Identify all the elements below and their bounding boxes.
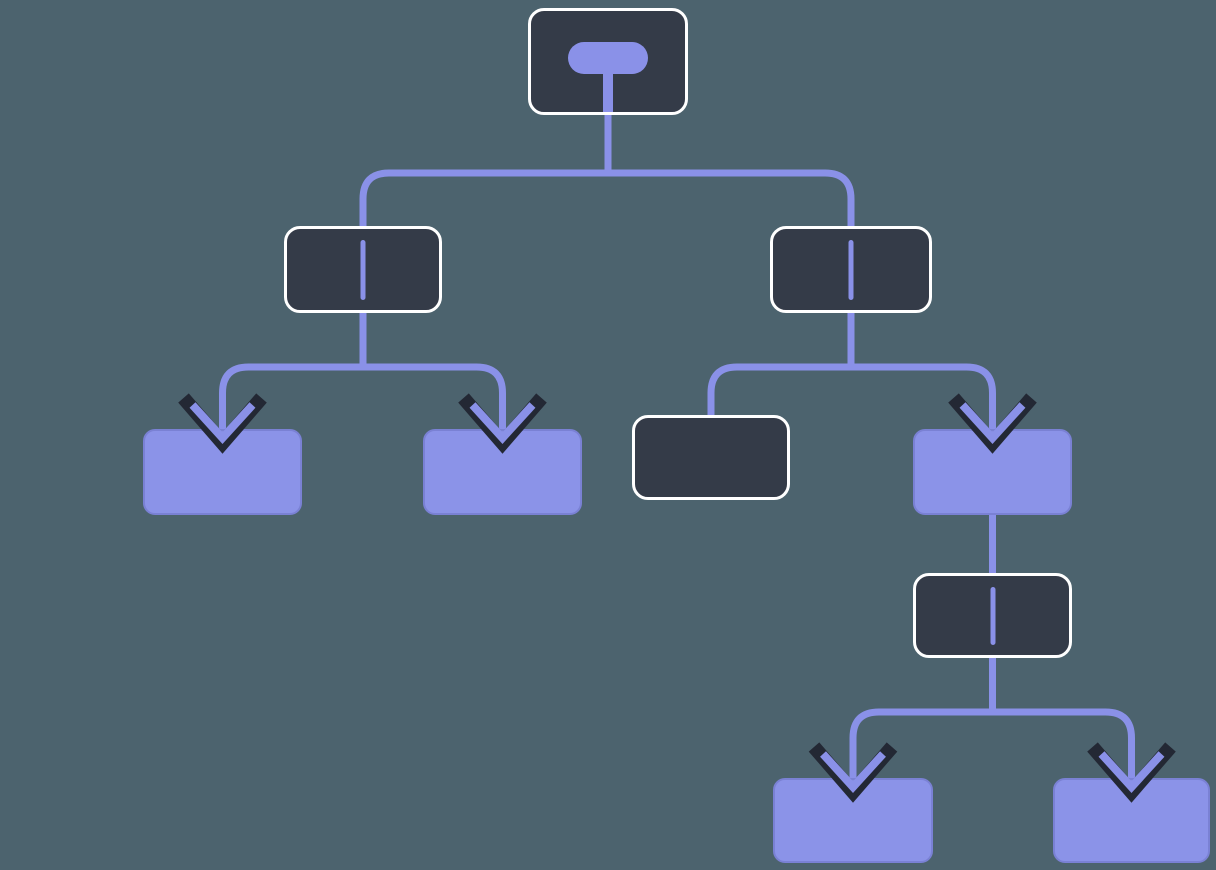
tree-node-branch-left[interactable] <box>284 226 442 313</box>
root-pill-icon <box>568 42 648 74</box>
tree-node-branch-bottom[interactable] <box>913 573 1072 658</box>
pass-through-line-icon <box>360 240 366 300</box>
pass-through-line-icon <box>990 587 995 645</box>
tree-node-mid-dark[interactable] <box>632 415 790 500</box>
tree-node-leaf-3[interactable] <box>773 778 933 863</box>
pass-through-line-icon <box>848 240 854 300</box>
tree-node-leaf-2[interactable] <box>423 429 582 515</box>
tree-node-branch-right[interactable] <box>770 226 932 313</box>
tree-node-root[interactable] <box>528 8 688 115</box>
tree-node-mid-purple[interactable] <box>913 429 1072 515</box>
root-pill-stem-icon <box>603 71 613 112</box>
tree-node-leaf-1[interactable] <box>143 429 302 515</box>
tree-node-leaf-4[interactable] <box>1053 778 1210 863</box>
